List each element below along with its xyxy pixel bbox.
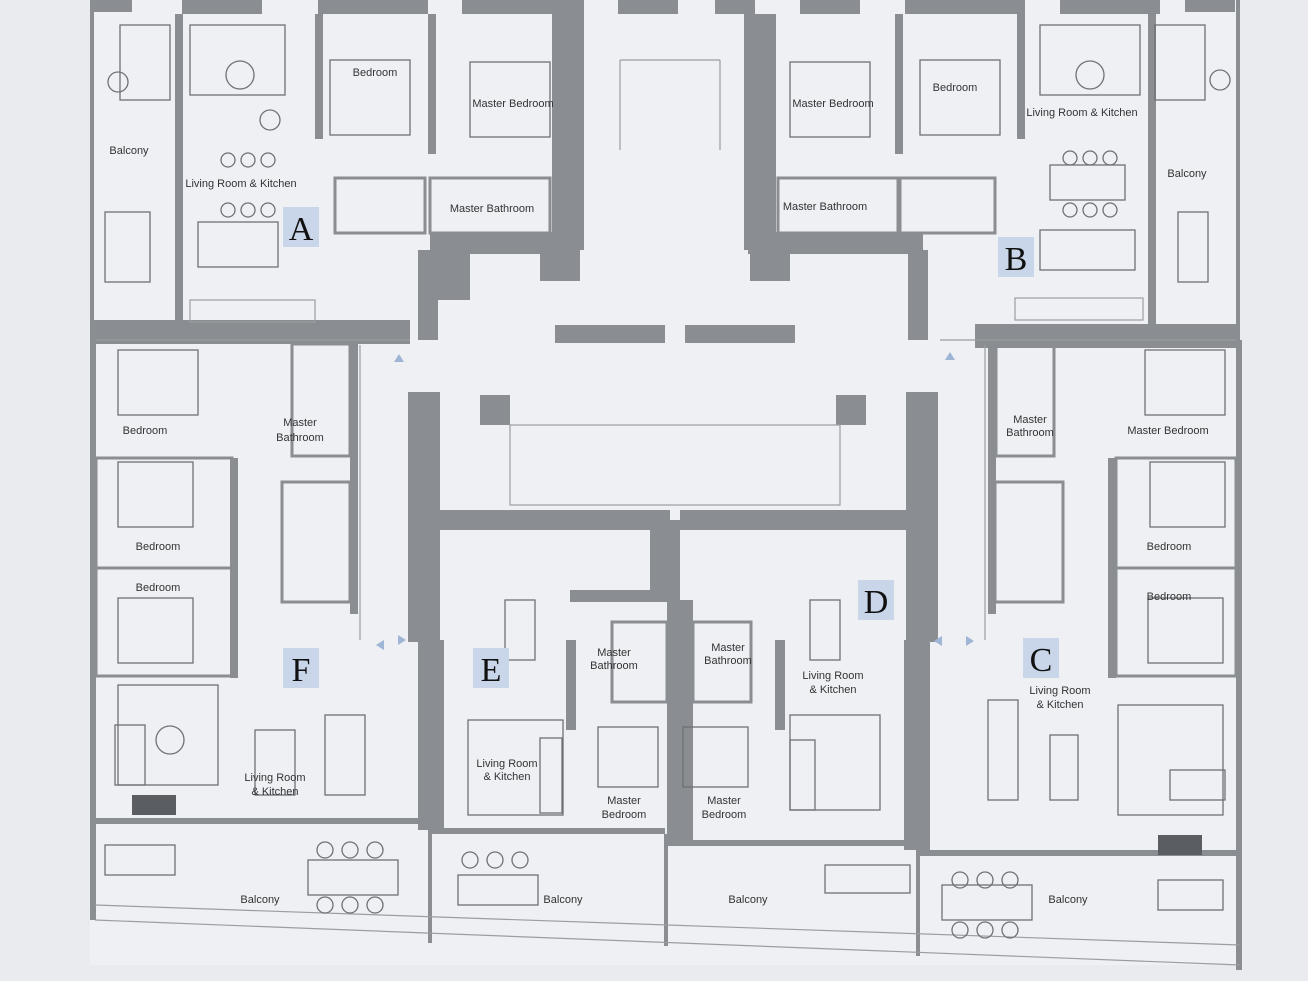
unit-f-badge [283, 648, 319, 688]
outline-lines [94, 59, 1241, 966]
partitions [94, 176, 1238, 704]
room-label: Living Room [244, 772, 305, 784]
room-label: Bathroom [1006, 427, 1054, 439]
room-label: Bedroom [136, 582, 181, 594]
arrow-left-icon [934, 636, 942, 646]
room-label: Master Bedroom [792, 98, 873, 110]
room-label: Living Room & Kitchen [185, 178, 296, 190]
room-label: Master [707, 795, 741, 807]
unit-c-letter: C [1030, 642, 1053, 679]
unit-d-badge [858, 580, 894, 620]
room-label: Balcony [240, 894, 280, 906]
room-label: & Kitchen [1036, 699, 1083, 711]
arrow-up-icon [945, 352, 955, 360]
arrow-right-icon [966, 636, 974, 646]
room-label: & Kitchen [251, 786, 298, 798]
room-label: Master [607, 795, 641, 807]
room-label: Bedroom [702, 809, 747, 821]
entry-arrows [376, 352, 974, 650]
room-label: Living Room [802, 670, 863, 682]
room-label: Living Room [1029, 685, 1090, 697]
furniture [104, 24, 1231, 939]
room-label: Master [283, 417, 317, 429]
room-label: Bedroom [933, 82, 978, 94]
walls [90, 0, 1242, 970]
room-label: Bathroom [276, 432, 324, 444]
room-label: Bedroom [1147, 541, 1192, 553]
arrow-left-icon [376, 640, 384, 650]
unit-badges [283, 207, 1059, 688]
arrow-up-icon [394, 354, 404, 362]
room-label: Master [597, 647, 631, 659]
room-label: Bedroom [353, 67, 398, 79]
room-label: Balcony [1048, 894, 1088, 906]
unit-a-badge [283, 207, 319, 247]
room-label: Balcony [543, 894, 583, 906]
room-label: Master [711, 642, 745, 654]
room-label: Balcony [1167, 168, 1207, 180]
room-label: Bathroom [704, 655, 752, 667]
room-label: Bathroom [590, 660, 638, 672]
unit-d-letter: D [864, 584, 889, 621]
room-label: Bedroom [1147, 591, 1192, 603]
room-label: Bedroom [123, 425, 168, 437]
room-label: Living Room [476, 758, 537, 770]
room-label: Master Bathroom [450, 203, 534, 215]
unit-a-letter: A [289, 211, 314, 248]
room-label: Balcony [728, 894, 768, 906]
unit-e-letter: E [481, 652, 502, 689]
room-label: Master Bedroom [472, 98, 553, 110]
room-label: & Kitchen [483, 771, 530, 783]
unit-b-badge [998, 237, 1034, 277]
unit-b-letter: B [1005, 241, 1028, 278]
room-label: Master Bathroom [783, 201, 867, 213]
room-label: Bedroom [136, 541, 181, 553]
unit-f-letter: F [292, 652, 311, 689]
room-label: Balcony [109, 145, 149, 157]
room-label: Master [1013, 414, 1047, 426]
room-label: Living Room & Kitchen [1026, 107, 1137, 119]
room-label: Bedroom [602, 809, 647, 821]
room-label: Master Bedroom [1127, 425, 1208, 437]
room-label: & Kitchen [809, 684, 856, 696]
arrow-right-icon [398, 635, 406, 645]
unit-e-badge [473, 648, 509, 688]
unit-c-badge [1023, 638, 1059, 678]
